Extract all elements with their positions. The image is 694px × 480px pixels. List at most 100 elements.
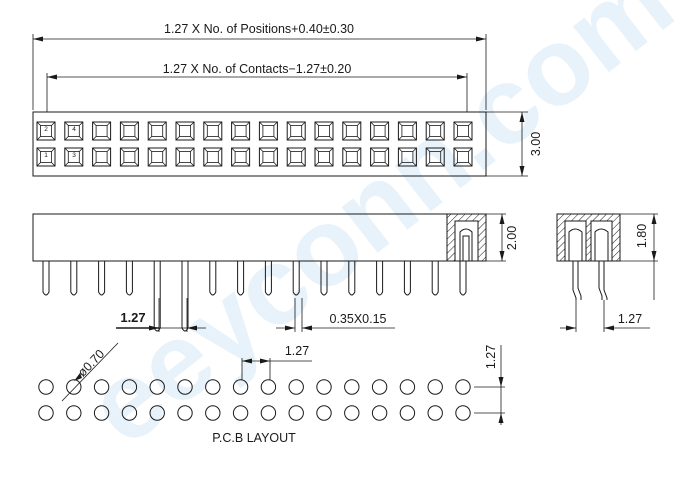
contact-outer bbox=[314, 147, 334, 167]
contact-chamfer bbox=[398, 162, 403, 167]
contact-chamfer bbox=[384, 147, 389, 152]
contact-chamfer bbox=[175, 147, 180, 152]
contact-outer bbox=[203, 121, 223, 141]
pin bbox=[459, 261, 467, 296]
pcb-hole bbox=[121, 379, 138, 395]
contacts-length-label: 1.27 X No. of Contacts−1.27±0.20 bbox=[163, 62, 352, 76]
pcb-hole bbox=[177, 379, 193, 395]
contact-chamfer bbox=[370, 121, 375, 126]
pcb-pitch-x-dimension: 1.27 bbox=[241, 344, 312, 380]
pin-label-4: 4 bbox=[72, 126, 76, 133]
contact-chamfer bbox=[231, 162, 236, 167]
contact-outer bbox=[342, 121, 362, 141]
contact-chamfer bbox=[453, 136, 458, 141]
end-height-label: 1.80 bbox=[635, 224, 649, 248]
contact-chamfer bbox=[440, 121, 445, 126]
end-pitch-label: 1.27 bbox=[618, 312, 642, 326]
contact-inner bbox=[429, 151, 442, 163]
contact-cell bbox=[258, 147, 278, 167]
contact-chamfer bbox=[175, 162, 180, 167]
contact-chamfer bbox=[384, 121, 389, 126]
end-pitch-dimension: 1.27 bbox=[560, 300, 650, 332]
contact-chamfer bbox=[36, 162, 41, 167]
contact-inner bbox=[457, 125, 469, 137]
contact-chamfer bbox=[120, 147, 125, 152]
contact-chamfer bbox=[64, 162, 69, 167]
pin bbox=[320, 261, 328, 296]
pcb-hole bbox=[149, 379, 165, 395]
pcb-pitch-y-dimension: 1.27 bbox=[474, 345, 505, 425]
contact-cell bbox=[119, 147, 139, 167]
side-height-label: 2.00 bbox=[505, 226, 519, 250]
contact-cell bbox=[370, 147, 390, 167]
pcb-pitch-x-label: 1.27 bbox=[285, 344, 309, 358]
pin bbox=[403, 261, 411, 296]
contact-chamfer bbox=[314, 147, 319, 152]
contact-outer bbox=[258, 121, 278, 141]
contact-chamfer bbox=[106, 121, 111, 126]
contact-outer bbox=[453, 147, 473, 167]
contact-chamfer bbox=[357, 136, 362, 141]
contact-chamfer bbox=[147, 147, 152, 152]
contact-outer bbox=[258, 147, 278, 167]
contact-inner bbox=[457, 151, 469, 163]
contact-chamfer bbox=[259, 147, 264, 152]
contact-cell bbox=[314, 147, 334, 167]
pcb-hole-grid bbox=[38, 379, 471, 421]
contact-outer bbox=[286, 147, 306, 167]
contact-chamfer bbox=[92, 136, 97, 141]
contact-chamfer bbox=[342, 147, 347, 152]
contact-chamfer bbox=[218, 147, 223, 152]
contact-cell bbox=[342, 147, 362, 167]
contact-chamfer bbox=[245, 162, 250, 167]
contact-chamfer bbox=[329, 121, 334, 126]
contact-chamfer bbox=[273, 162, 278, 167]
contact-chamfer bbox=[273, 136, 278, 141]
contact-chamfer bbox=[147, 136, 152, 141]
contact-chamfer bbox=[175, 136, 180, 141]
contact-outer bbox=[147, 121, 167, 141]
contact-chamfer bbox=[190, 147, 195, 152]
pcb-hole bbox=[177, 405, 193, 421]
pcb-hole bbox=[288, 379, 304, 395]
contact-chamfer bbox=[218, 162, 223, 167]
contact-chamfer bbox=[398, 136, 403, 141]
contact-inner bbox=[67, 125, 80, 137]
contact-inner bbox=[318, 125, 330, 137]
contact-chamfer bbox=[412, 147, 417, 152]
contact-cell bbox=[425, 121, 445, 141]
contact-chamfer bbox=[440, 147, 445, 152]
contact-chamfer bbox=[468, 121, 473, 126]
contact-chamfer bbox=[357, 121, 362, 126]
contact-outer bbox=[203, 147, 223, 167]
contact-inner bbox=[234, 151, 247, 163]
contact-outer bbox=[425, 121, 445, 141]
contact-inner bbox=[290, 151, 303, 163]
contact-inner bbox=[206, 151, 219, 163]
contact-outer bbox=[231, 121, 251, 141]
pin-pitch-dimension: 1.27 bbox=[116, 298, 206, 332]
pcb-pitch-y-label: 1.27 bbox=[484, 345, 498, 369]
contact-chamfer bbox=[36, 147, 41, 152]
contact-outer bbox=[397, 147, 417, 167]
contact-inner bbox=[373, 151, 386, 163]
contact-chamfer bbox=[329, 136, 334, 141]
contact-inner bbox=[401, 125, 414, 137]
pcb-hole bbox=[260, 405, 277, 421]
contact-cell bbox=[425, 147, 445, 167]
contact-cell bbox=[203, 121, 223, 141]
overall-length-dimension: 1.27 X No. of Positions+0.40±0.30 bbox=[32, 22, 487, 110]
pcb-hole bbox=[344, 379, 360, 395]
contact-chamfer bbox=[51, 147, 56, 152]
contact-chamfer bbox=[190, 136, 195, 141]
contact-outer bbox=[370, 121, 390, 141]
contact-inner bbox=[373, 125, 386, 137]
body-height-dimension: 3.00 bbox=[486, 111, 543, 177]
contact-cell bbox=[453, 121, 473, 141]
contact-cell bbox=[231, 121, 251, 141]
contact-outer bbox=[64, 121, 84, 141]
pin bbox=[237, 261, 245, 296]
contact-chamfer bbox=[120, 162, 125, 167]
contact-chamfer bbox=[106, 162, 111, 167]
pin bbox=[209, 261, 217, 296]
